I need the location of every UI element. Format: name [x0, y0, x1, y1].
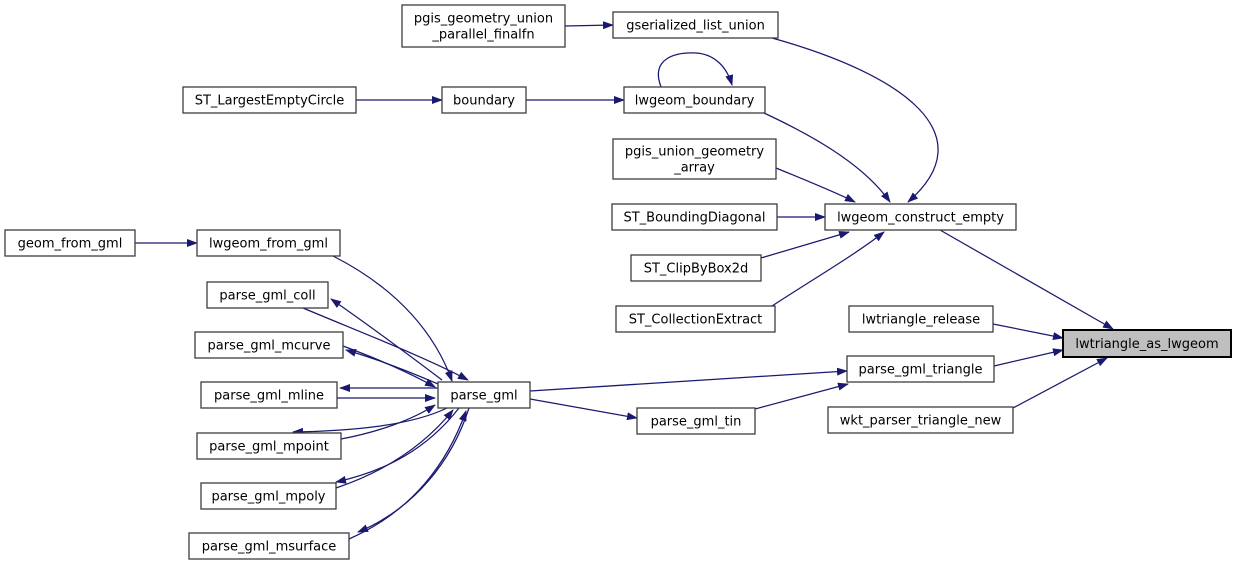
- edge-parse_gml--parse_gml_tin: [529, 398, 638, 421]
- node-label-lwtriangle_as_lwgeom: lwtriangle_as_lwgeom: [1075, 337, 1218, 352]
- node-box[interactable]: [623, 86, 766, 114]
- edge-parse_gml_coll--parse_gml: [302, 307, 469, 381]
- node-label-parse_gml: parse_gml: [450, 389, 517, 404]
- edge-parse_gml--parse_gml_triangle: [529, 367, 848, 392]
- node-ST_ClipByBox2d[interactable]: ST_ClipByBox2d: [630, 254, 762, 282]
- target-node-box[interactable]: [1062, 329, 1232, 358]
- node-parse_gml_tin[interactable]: parse_gml_tin: [636, 407, 756, 435]
- edge-parse_gml--parse_gml_mpoly: [335, 407, 460, 484]
- node-label-lwgeom_construct_empty: lwgeom_construct_empty: [837, 211, 1004, 226]
- node-parse_gml_mpoint[interactable]: parse_gml_mpoint: [196, 432, 342, 460]
- self-loop-edge-lwgeom_boundary: [658, 52, 734, 88]
- node-parse_gml_mcurve[interactable]: parse_gml_mcurve: [194, 331, 344, 359]
- edge-lwgeom_boundary--lwgeom_construct_empty: [763, 112, 891, 203]
- node-parse_gml_mline[interactable]: parse_gml_mline: [200, 381, 338, 409]
- edge-pgis_geometry_union_parallel_finalfn--gserialized_list_union: [564, 21, 614, 30]
- node-box[interactable]: [611, 203, 778, 231]
- node-gserialized_list_union[interactable]: gserialized_list_union: [612, 11, 779, 39]
- edge-lwtriangle_release--lwtriangle_as_lwgeom: [992, 323, 1064, 340]
- node-lwtriangle_release[interactable]: lwtriangle_release: [848, 305, 994, 333]
- node-box[interactable]: [612, 11, 779, 39]
- node-parse_gml_coll[interactable]: parse_gml_coll: [206, 281, 329, 309]
- edge-lwgeom_construct_empty--lwtriangle_as_lwgeom: [939, 229, 1114, 330]
- edge-wkt_parser_triangle_new--lwtriangle_as_lwgeom: [1012, 357, 1108, 409]
- node-box[interactable]: [630, 254, 762, 282]
- node-label-parse_gml_msurface: parse_gml_msurface: [202, 540, 337, 555]
- node-label-parse_gml_triangle: parse_gml_triangle: [859, 363, 983, 378]
- edge-parse_gml--parse_gml_msurface: [357, 407, 470, 533]
- node-box[interactable]: [441, 86, 527, 114]
- node-box[interactable]: [848, 305, 994, 333]
- node-label-parse_gml_mline: parse_gml_mline: [214, 389, 324, 404]
- node-parse_gml_mpoly[interactable]: parse_gml_mpoly: [200, 482, 337, 510]
- edge-parse_gml_mcurve--parse_gml: [342, 345, 436, 388]
- node-label-pgis_geometry_union_parallel_finalfn: pgis_geometry_union_parallel_finalfn: [414, 12, 553, 43]
- node-box[interactable]: [194, 331, 344, 359]
- node-label-ST_CollectionExtract: ST_CollectionExtract: [629, 313, 763, 328]
- edge-ST_ClipByBox2d--lwgeom_construct_empty: [760, 230, 850, 259]
- edge-ST_CollectionExtract--lwgeom_construct_empty: [771, 231, 885, 307]
- edge-parse_gml--parse_gml_mcurve: [345, 348, 439, 385]
- edge-parse_gml_tin--parse_gml_triangle: [754, 382, 849, 410]
- node-box[interactable]: [437, 381, 531, 409]
- node-label-parse_gml_tin: parse_gml_tin: [651, 415, 742, 430]
- edge-parse_gml_triangle--lwtriangle_as_lwgeom: [993, 348, 1064, 367]
- node-parse_gml[interactable]: parse_gml: [437, 381, 531, 409]
- edge-parse_gml--parse_gml_coll: [330, 298, 443, 381]
- edge-lwgeom_from_gml--parse_gml: [332, 255, 453, 382]
- node-label-lwgeom_boundary: lwgeom_boundary: [635, 94, 755, 109]
- node-wkt_parser_triangle_new[interactable]: wkt_parser_triangle_new: [827, 406, 1014, 434]
- node-box[interactable]: [824, 203, 1017, 231]
- node-box[interactable]: [615, 305, 776, 333]
- edge-parse_gml_msurface--parse_gml: [348, 410, 467, 540]
- node-box[interactable]: [401, 4, 566, 48]
- node-label-geom_from_gml: geom_from_gml: [18, 237, 123, 252]
- node-label-parse_gml_mcurve: parse_gml_mcurve: [208, 339, 331, 354]
- node-geom_from_gml[interactable]: geom_from_gml: [4, 229, 136, 257]
- node-box[interactable]: [200, 482, 337, 510]
- edge-parse_gml--parse_gml_mpoint: [292, 407, 448, 436]
- edge-pgis_union_geometry_array--lwgeom_construct_empty: [775, 167, 856, 203]
- node-ST_CollectionExtract[interactable]: ST_CollectionExtract: [615, 305, 776, 333]
- node-lwgeom_construct_empty[interactable]: lwgeom_construct_empty: [824, 203, 1017, 231]
- node-label-lwtriangle_release: lwtriangle_release: [862, 313, 980, 328]
- node-parse_gml_msurface[interactable]: parse_gml_msurface: [188, 532, 350, 560]
- node-label-parse_gml_mpoly: parse_gml_mpoly: [211, 490, 325, 505]
- node-label-ST_BoundingDiagonal: ST_BoundingDiagonal: [623, 211, 765, 226]
- node-box[interactable]: [612, 138, 777, 180]
- edge-parse_gml_mpoint--parse_gml: [340, 404, 436, 440]
- node-parse_gml_triangle[interactable]: parse_gml_triangle: [846, 355, 995, 383]
- node-lwtriangle_as_lwgeom[interactable]: lwtriangle_as_lwgeom: [1062, 329, 1232, 358]
- node-ST_BoundingDiagonal[interactable]: ST_BoundingDiagonal: [611, 203, 778, 231]
- node-label-gserialized_list_union: gserialized_list_union: [626, 19, 765, 34]
- node-label-boundary: boundary: [453, 94, 515, 109]
- node-box[interactable]: [196, 432, 342, 460]
- node-box[interactable]: [4, 229, 136, 257]
- node-label-lwgeom_from_gml: lwgeom_from_gml: [209, 237, 328, 252]
- node-label-parse_gml_mpoint: parse_gml_mpoint: [209, 440, 329, 455]
- node-label-ST_ClipByBox2d: ST_ClipByBox2d: [644, 262, 749, 277]
- edge-gserialized_list_union--lwgeom_construct_empty: [771, 37, 939, 203]
- node-label-pgis_union_geometry_array: pgis_union_geometry_array: [625, 145, 764, 176]
- node-lwgeom_boundary[interactable]: lwgeom_boundary: [623, 86, 766, 114]
- node-lwgeom_from_gml[interactable]: lwgeom_from_gml: [196, 229, 341, 257]
- edge-parse_gml_mpoly--parse_gml: [335, 409, 454, 489]
- node-box[interactable]: [827, 406, 1014, 434]
- node-box[interactable]: [200, 381, 338, 409]
- node-box[interactable]: [206, 281, 329, 309]
- node-label-parse_gml_coll: parse_gml_coll: [219, 289, 315, 304]
- node-label-ST_LargestEmptyCircle: ST_LargestEmptyCircle: [195, 94, 345, 109]
- node-pgis_geometry_union_parallel_finalfn[interactable]: pgis_geometry_union_parallel_finalfn: [401, 4, 566, 48]
- node-box[interactable]: [196, 229, 341, 257]
- node-pgis_union_geometry_array[interactable]: pgis_union_geometry_array: [612, 138, 777, 180]
- node-label-wkt_parser_triangle_new: wkt_parser_triangle_new: [840, 414, 1002, 429]
- node-boundary[interactable]: boundary: [441, 86, 527, 114]
- node-ST_LargestEmptyCircle[interactable]: ST_LargestEmptyCircle: [182, 86, 357, 114]
- node-box[interactable]: [636, 407, 756, 435]
- node-box[interactable]: [188, 532, 350, 560]
- node-box[interactable]: [182, 86, 357, 114]
- node-box[interactable]: [846, 355, 995, 383]
